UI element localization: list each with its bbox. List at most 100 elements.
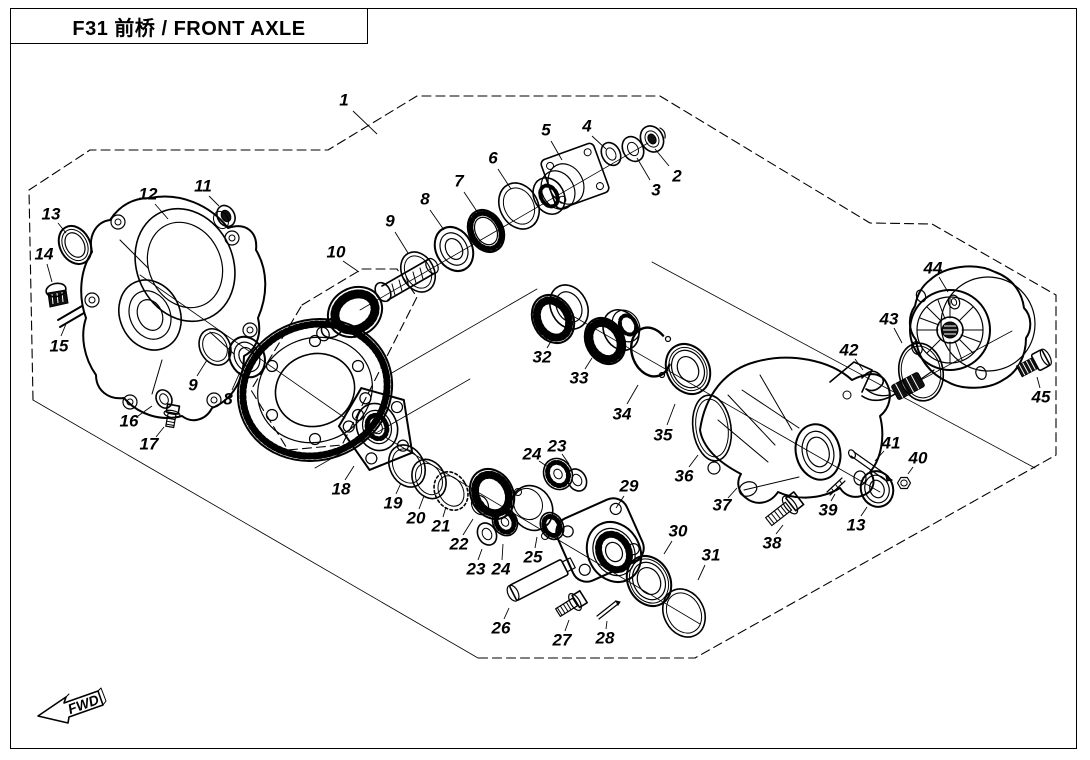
callout-9: 9	[188, 376, 198, 395]
callout-20: 20	[406, 509, 426, 528]
part-21-wave-ring	[427, 466, 474, 516]
part-38-bolt	[762, 490, 805, 530]
callout-leader-14	[47, 264, 52, 282]
part-28-pin	[597, 601, 620, 619]
part-16-washer	[153, 387, 175, 411]
callout-leader-44	[939, 277, 948, 292]
callout-leader-2	[655, 149, 669, 166]
part-7-lock-nut	[461, 204, 512, 259]
part-26-shaft	[505, 555, 577, 603]
callout-17: 17	[140, 435, 160, 454]
callout-2: 2	[671, 167, 682, 186]
ring-gear	[218, 298, 412, 483]
callout-13: 13	[42, 205, 61, 224]
callout-leader-24	[539, 461, 548, 467]
part-23-thrust-washer-upper	[564, 466, 591, 495]
callout-13: 13	[847, 516, 866, 535]
callout-24: 24	[491, 560, 511, 579]
callout-leader-1	[353, 111, 377, 134]
part-31-snap-ring	[655, 582, 714, 645]
fwd-arrow: FWD	[38, 688, 106, 723]
callout-leader-8	[430, 210, 444, 230]
callout-10: 10	[327, 243, 346, 262]
callout-36: 36	[675, 467, 694, 486]
callout-leader-7	[464, 192, 478, 213]
fwd-label: FWD	[66, 691, 101, 717]
callout-43: 43	[879, 310, 899, 329]
callout-11: 11	[194, 177, 212, 196]
callout-leader-43	[894, 328, 902, 343]
part-45-screw	[1015, 347, 1053, 379]
callout-leader-33	[585, 358, 592, 369]
callout-40: 40	[908, 449, 928, 468]
callout-leader-23	[478, 549, 482, 560]
callout-38: 38	[763, 534, 782, 553]
callout-leader-23	[562, 454, 569, 464]
part-10-drive-pinion	[314, 256, 440, 346]
title-box: F31 前桥 / FRONT AXLE	[10, 8, 368, 44]
part-5-flange-yoke	[527, 142, 610, 220]
callout-23: 23	[466, 560, 486, 579]
callout-leader-11	[209, 196, 219, 206]
part-27-bolt	[553, 589, 589, 621]
callout-leader-35	[667, 404, 675, 425]
callout-4: 4	[581, 117, 592, 136]
callout-21: 21	[431, 517, 451, 536]
callout-leader-13	[861, 507, 867, 516]
callout-34: 34	[613, 405, 632, 424]
part-18-bearing-flange	[329, 375, 423, 474]
part-20-shim	[405, 453, 453, 504]
part-11-bushing	[211, 202, 239, 231]
part-33-roller-bearing	[577, 303, 646, 371]
callout-leader-31	[698, 565, 705, 580]
callout-leader-21	[443, 507, 446, 517]
part-15-pin	[58, 306, 84, 327]
callout-39: 39	[819, 501, 838, 520]
spoked-wheel	[917, 297, 983, 363]
callout-leader-42	[855, 359, 863, 370]
part-30-bearing	[618, 548, 679, 614]
callout-leader-13	[58, 223, 66, 233]
part-41-long-bolt	[847, 449, 892, 481]
part-19-shim	[382, 439, 433, 494]
part-9-shim	[394, 246, 442, 298]
callout-leader-45	[1037, 377, 1040, 388]
callout-28: 28	[595, 629, 615, 648]
callout-44: 44	[923, 259, 943, 278]
callout-leader-19	[396, 483, 401, 494]
callout-15: 15	[50, 337, 69, 356]
part-40-nut	[898, 478, 911, 489]
callout-8: 8	[223, 390, 233, 409]
part-6-seal	[491, 176, 547, 236]
callout-26: 26	[491, 619, 511, 638]
callout-37: 37	[713, 496, 733, 515]
callout-27: 27	[552, 631, 573, 650]
callout-leader-41	[875, 451, 884, 461]
part-42-wire-clip	[862, 371, 890, 395]
callout-leader-40	[908, 467, 913, 474]
callout-leader-18	[345, 466, 354, 480]
callout-8: 8	[420, 190, 430, 209]
callout-18: 18	[332, 480, 351, 499]
callout-leader-16	[138, 406, 152, 416]
part-14-plug	[45, 282, 68, 307]
callout-7: 7	[454, 172, 465, 191]
callout-leader-24	[502, 544, 503, 560]
part-24-pinion-gear	[488, 504, 522, 540]
callout-29: 29	[619, 477, 639, 496]
callout-9: 9	[385, 212, 395, 231]
part-9-shim-left	[193, 323, 237, 371]
callout-35: 35	[654, 426, 673, 445]
callout-leader-20	[419, 496, 424, 509]
part-13-oil-seal-left	[52, 220, 97, 269]
callout-leader-15	[61, 324, 66, 336]
callout-leader-17	[156, 427, 164, 437]
drawing-border	[10, 8, 1077, 749]
pinion-group-boundary-dashed	[251, 269, 417, 450]
part-12-front-housing	[81, 192, 265, 420]
callout-25: 25	[523, 548, 543, 567]
part-2-flange-nut	[636, 122, 668, 156]
callout-24: 24	[522, 445, 542, 464]
